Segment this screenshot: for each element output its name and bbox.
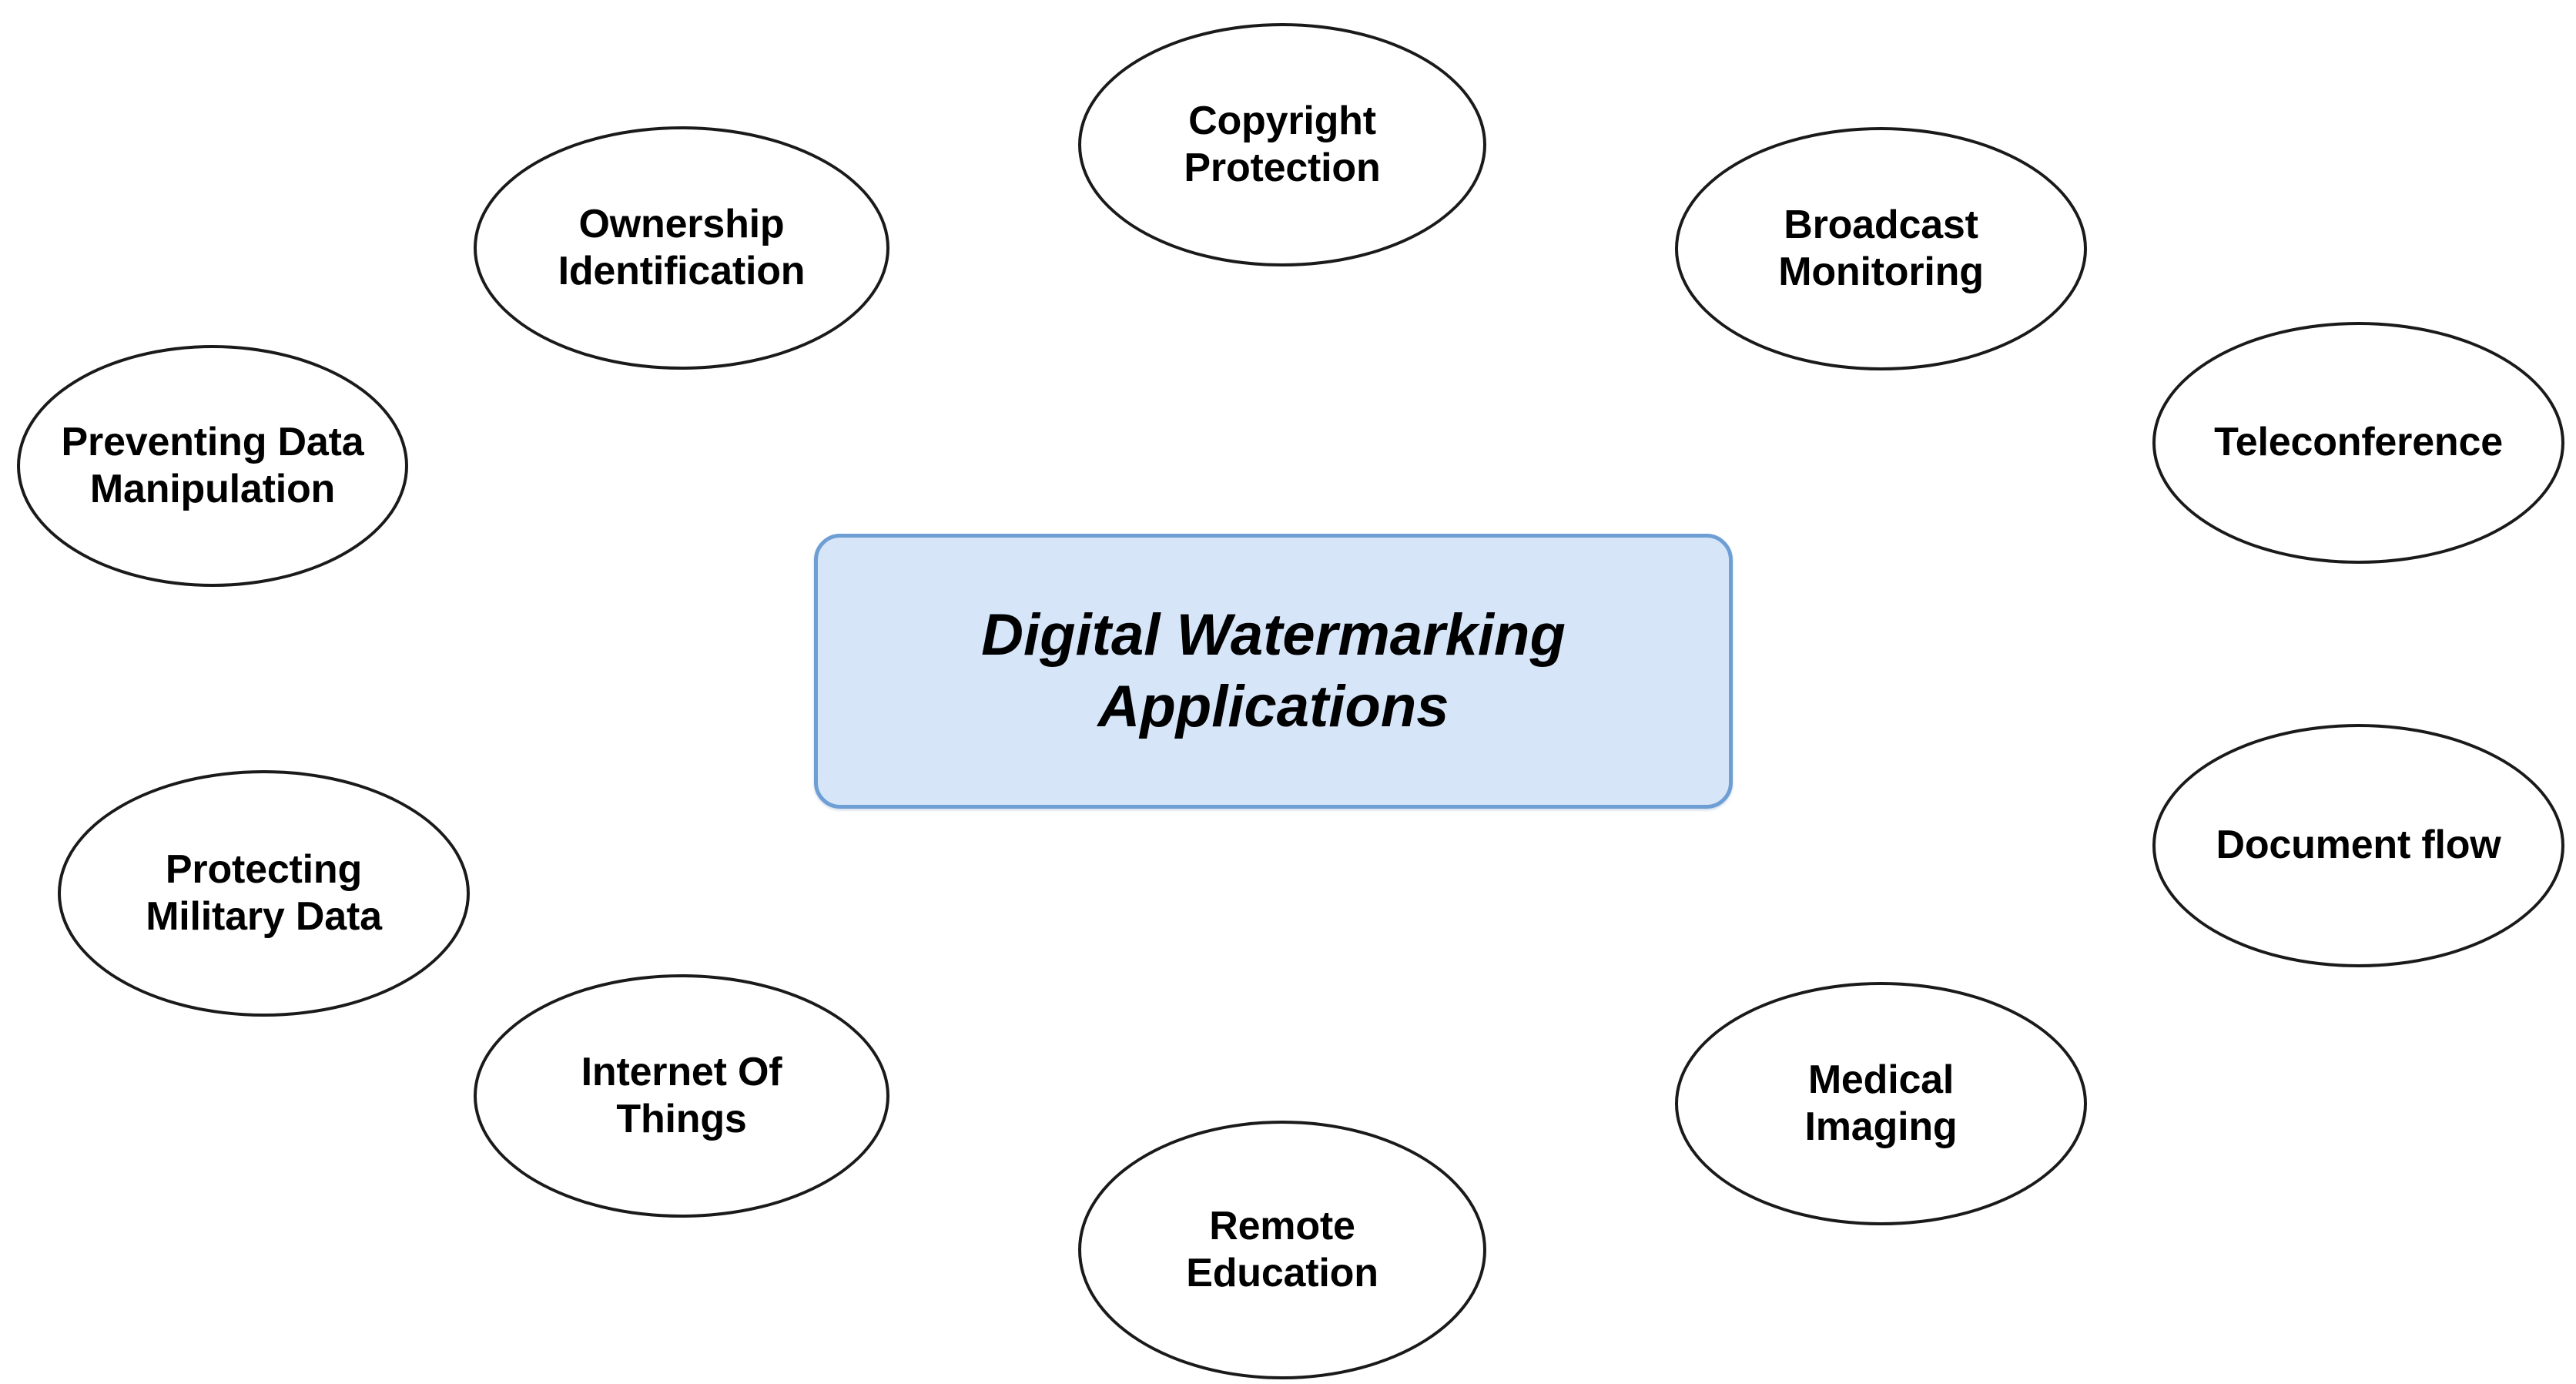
node-teleconference[interactable]: Teleconference [2152,322,2564,564]
node-label: Ownership Identification [558,201,806,293]
node-copyright-protection[interactable]: Copyright Protection [1078,23,1486,266]
node-label: Medical Imaging [1804,1057,1958,1149]
center-node-digital-watermarking-applications[interactable]: Digital Watermarking Applications [814,534,1733,809]
node-label: Internet Of Things [581,1049,782,1141]
node-internet-of-things[interactable]: Internet Of Things [474,974,889,1218]
node-label: Copyright Protection [1184,98,1381,190]
node-protecting-military-data[interactable]: Protecting Military Data [58,770,470,1017]
node-medical-imaging[interactable]: Medical Imaging [1675,982,2087,1225]
center-node-label: Digital Watermarking Applications [981,602,1566,739]
node-label: Preventing Data Manipulation [61,419,364,511]
node-ownership-identification[interactable]: Ownership Identification [474,126,889,370]
node-broadcast-monitoring[interactable]: Broadcast Monitoring [1675,127,2087,370]
node-label: Teleconference [2214,420,2503,465]
node-label: Remote Education [1186,1203,1378,1295]
node-remote-education[interactable]: Remote Education [1078,1121,1486,1379]
node-label: Broadcast Monitoring [1778,202,1984,294]
node-document-flow[interactable]: Document flow [2152,724,2564,967]
node-label: Document flow [2216,823,2501,868]
node-preventing-data-manipulation[interactable]: Preventing Data Manipulation [17,345,408,587]
node-label: Protecting Military Data [146,846,382,939]
